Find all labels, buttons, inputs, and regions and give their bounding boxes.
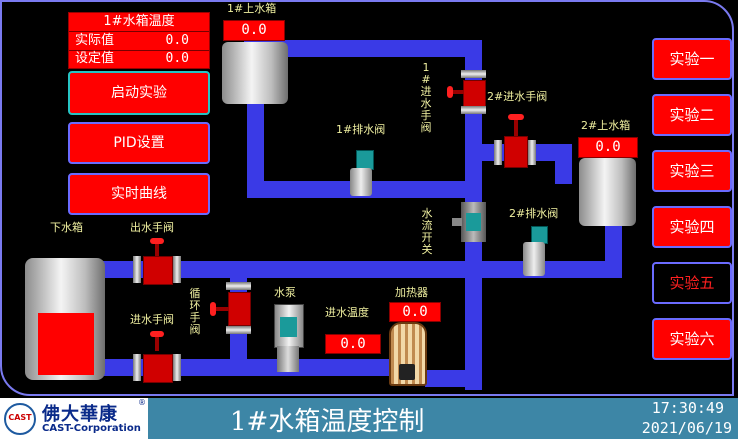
panel-title: 1#水箱温度 <box>69 13 209 32</box>
drain-valve1-label: 1#排水阀 <box>336 123 386 136</box>
drain-valve2[interactable] <box>523 242 545 276</box>
setpoint-value[interactable]: 0.0 <box>165 51 189 66</box>
upper-tank2-label: 2#上水箱 <box>581 119 631 132</box>
company-logo: CAST 佛大華康 ® CAST-Corporation <box>0 398 148 439</box>
brand-mark: ® <box>138 398 146 407</box>
lower-tank-water-level <box>38 313 94 375</box>
screen-frame <box>0 0 734 396</box>
cast-logo-icon: CAST <box>4 403 36 435</box>
pipe-middle <box>98 261 622 278</box>
setpoint-label: 设定值 <box>75 51 115 66</box>
company-name: CAST-Corporation <box>42 423 141 434</box>
experiment-button-3[interactable]: 实验三 <box>652 150 732 192</box>
actual-value: 0.0 <box>165 33 189 48</box>
realtime-curve-button[interactable]: 实时曲线 <box>68 173 210 215</box>
upper-tank2 <box>579 158 636 226</box>
heater-outlet-icon <box>399 364 415 380</box>
pump-motor-icon <box>280 317 297 337</box>
circ-valve[interactable] <box>228 292 251 326</box>
pump-label: 水泵 <box>274 286 296 299</box>
drain-valve1-actuator-icon <box>356 150 374 170</box>
flow-switch-sensor-icon <box>466 213 481 231</box>
upper-tank2-level: 0.0 <box>578 137 638 158</box>
heater-label: 加热器 <box>395 286 428 299</box>
inlet-temp-label: 进水温度 <box>325 306 369 319</box>
page-title: 1#水箱温度控制 <box>230 407 425 437</box>
inlet-temp-value: 0.0 <box>325 334 381 354</box>
pipe-tank2-drain <box>605 225 622 278</box>
upper-tank1 <box>222 42 288 104</box>
pump[interactable] <box>274 304 304 348</box>
pipe-inlet2-down <box>555 144 572 184</box>
inlet-valve1-handwheel-icon <box>447 86 453 98</box>
actual-label: 实际值 <box>75 33 115 48</box>
inlet-valve[interactable] <box>143 354 173 383</box>
pid-settings-button[interactable]: PID设置 <box>68 122 210 164</box>
outlet-valve-handwheel-icon <box>150 238 164 244</box>
upper-tank1-level: 0.0 <box>223 20 285 41</box>
pipe-top <box>244 40 482 57</box>
clock-time: 17:30:49 <box>651 399 724 417</box>
outlet-valve-label: 出水手阀 <box>130 221 174 234</box>
inlet-valve2-handwheel-icon <box>508 114 524 120</box>
experiment-button-1[interactable]: 实验一 <box>652 38 732 80</box>
clock-date: 2021/06/19 <box>641 419 732 437</box>
upper-tank1-label: 1#上水箱 <box>227 2 277 15</box>
cast-logo-text: CAST <box>8 413 32 422</box>
drain-valve1[interactable] <box>350 168 372 196</box>
start-experiment-button[interactable]: 启动实验 <box>68 71 210 115</box>
circ-valve-label: 循环手阀 <box>189 287 201 336</box>
inlet-valve-label: 进水手阀 <box>130 313 174 326</box>
temperature-panel: 1#水箱温度 实际值 0.0 设定值 0.0 <box>68 12 210 69</box>
flow-switch-label: 水流开关 <box>421 207 433 256</box>
status-bar: CAST 佛大華康 ® CAST-Corporation 1#水箱温度控制 17… <box>0 398 738 439</box>
pump-base <box>277 346 299 372</box>
inlet-valve2[interactable] <box>504 136 528 168</box>
experiment-button-6[interactable]: 实验六 <box>652 318 732 360</box>
pipe-tank1-drain <box>247 100 264 198</box>
inlet-valve2-label: 2#进水手阀 <box>487 90 548 103</box>
experiment-button-2[interactable]: 实验二 <box>652 94 732 136</box>
experiment-button-5[interactable]: 实验五 <box>652 262 732 304</box>
lower-tank-label: 下水箱 <box>50 221 83 234</box>
inlet-valve1-flange-top <box>461 70 486 78</box>
experiment-button-4[interactable]: 实验四 <box>652 206 732 248</box>
inlet-valve-handwheel-icon <box>150 331 164 337</box>
inlet-valve1-label: 1#进水手阀 <box>420 61 432 134</box>
heater-value: 0.0 <box>389 302 441 322</box>
heater[interactable] <box>389 322 427 386</box>
circ-valve-handwheel-icon <box>210 302 216 316</box>
brand-name: 佛大華康 <box>42 404 118 425</box>
inlet-valve1-flange-bottom <box>461 106 486 114</box>
inlet-valve1[interactable] <box>463 80 486 107</box>
lower-tank <box>25 258 105 380</box>
drain-valve2-label: 2#排水阀 <box>509 207 559 220</box>
pipe-heater-return <box>465 300 482 390</box>
outlet-valve[interactable] <box>143 256 173 285</box>
